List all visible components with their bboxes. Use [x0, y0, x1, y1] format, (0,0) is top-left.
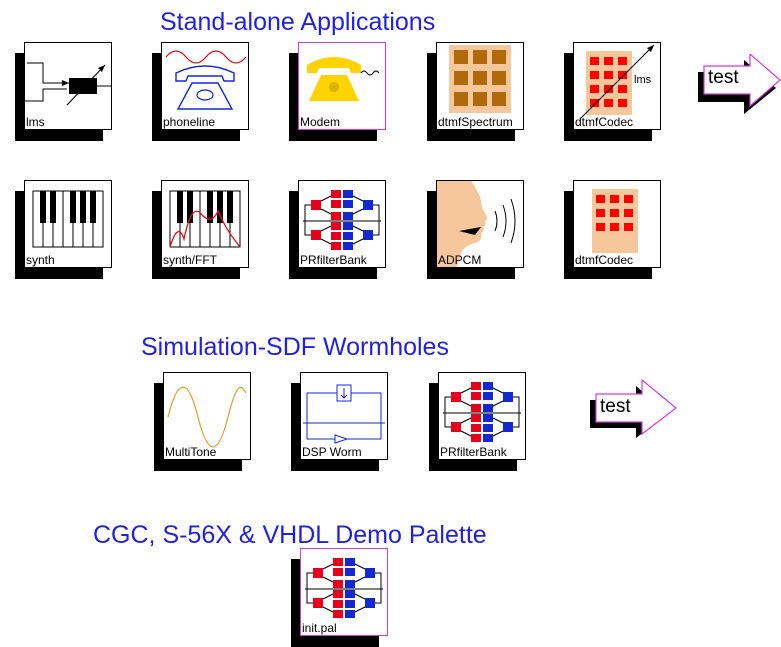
keypad-codec-icon [592, 189, 638, 253]
icon-label: phoneline [163, 115, 216, 129]
filter-icon [25, 62, 111, 106]
keypad-codec-icon: lms [579, 44, 655, 120]
block-diagram-icon [303, 384, 385, 444]
multitone-icon-button[interactable]: MultiTone [154, 372, 251, 471]
synthfft-icon-button[interactable]: synth/FFT [152, 180, 249, 279]
lms-overlay-text: lms [634, 74, 652, 86]
section-title-sdf: Simulation-SDF Wormholes [141, 333, 449, 361]
prfilterbank-2-icon-button[interactable]: PRfilterBank [429, 372, 526, 471]
icon-label: dtmfCodec [575, 115, 634, 129]
icon-label: DSP Worm [302, 445, 362, 459]
sine-wave-icon [167, 386, 247, 448]
test-arrow-button-2[interactable]: test [590, 378, 680, 438]
icon-label: dtmfSpectrum [438, 115, 513, 129]
modem-phone-icon [307, 57, 380, 101]
icon-label: ADPCM [438, 253, 482, 267]
icon-label: dtmfCodec [575, 253, 634, 267]
icon-label: init.pal [302, 621, 337, 635]
modem-icon-button[interactable]: Modem [289, 42, 386, 141]
keypad-spectrum-icon [449, 45, 511, 113]
icon-label: Modem [300, 115, 341, 129]
filter-bank-icon [443, 382, 521, 442]
section-title-standalone: Stand-alone Applications [160, 8, 436, 36]
icon-label: PRfilterBank [300, 253, 367, 267]
icon-label: synth [26, 253, 55, 267]
prfilterbank-icon-button[interactable]: PRfilterBank [289, 180, 386, 279]
test-arrow-button[interactable]: test [698, 52, 781, 114]
filter-bank-icon [303, 190, 381, 250]
dspworm-icon-button[interactable]: DSP Worm [291, 372, 388, 471]
telephone-icon [165, 50, 247, 110]
filter-bank-icon [305, 558, 383, 618]
dtmfcodec-2-icon-button[interactable]: dtmfCodec [564, 180, 661, 279]
initpal-icon-button[interactable]: init.pal [291, 548, 388, 647]
phoneline-icon-button[interactable]: phoneline [152, 42, 249, 141]
lms-icon-button[interactable]: lms [15, 42, 112, 141]
test-arrow-label: test [708, 67, 739, 88]
piano-fft-icon [169, 190, 241, 248]
dtmfspectrum-icon-button[interactable]: dtmfSpectrum [427, 42, 524, 141]
icon-label: MultiTone [165, 445, 217, 459]
adpcm-icon-button[interactable]: ADPCM [427, 180, 524, 279]
dtmfcodec-icon-button[interactable]: lms dtmfCodec [564, 42, 661, 141]
section-title-cgc: CGC, S-56X & VHDL Demo Palette [93, 521, 487, 549]
icon-label: lms [26, 115, 45, 129]
synth-icon-button[interactable]: synth [15, 180, 112, 279]
piano-icon [32, 190, 104, 248]
test-arrow-label: test [600, 396, 631, 417]
icon-label: synth/FFT [163, 253, 218, 267]
icon-label: PRfilterBank [440, 445, 507, 459]
speaking-face-icon [437, 181, 516, 267]
